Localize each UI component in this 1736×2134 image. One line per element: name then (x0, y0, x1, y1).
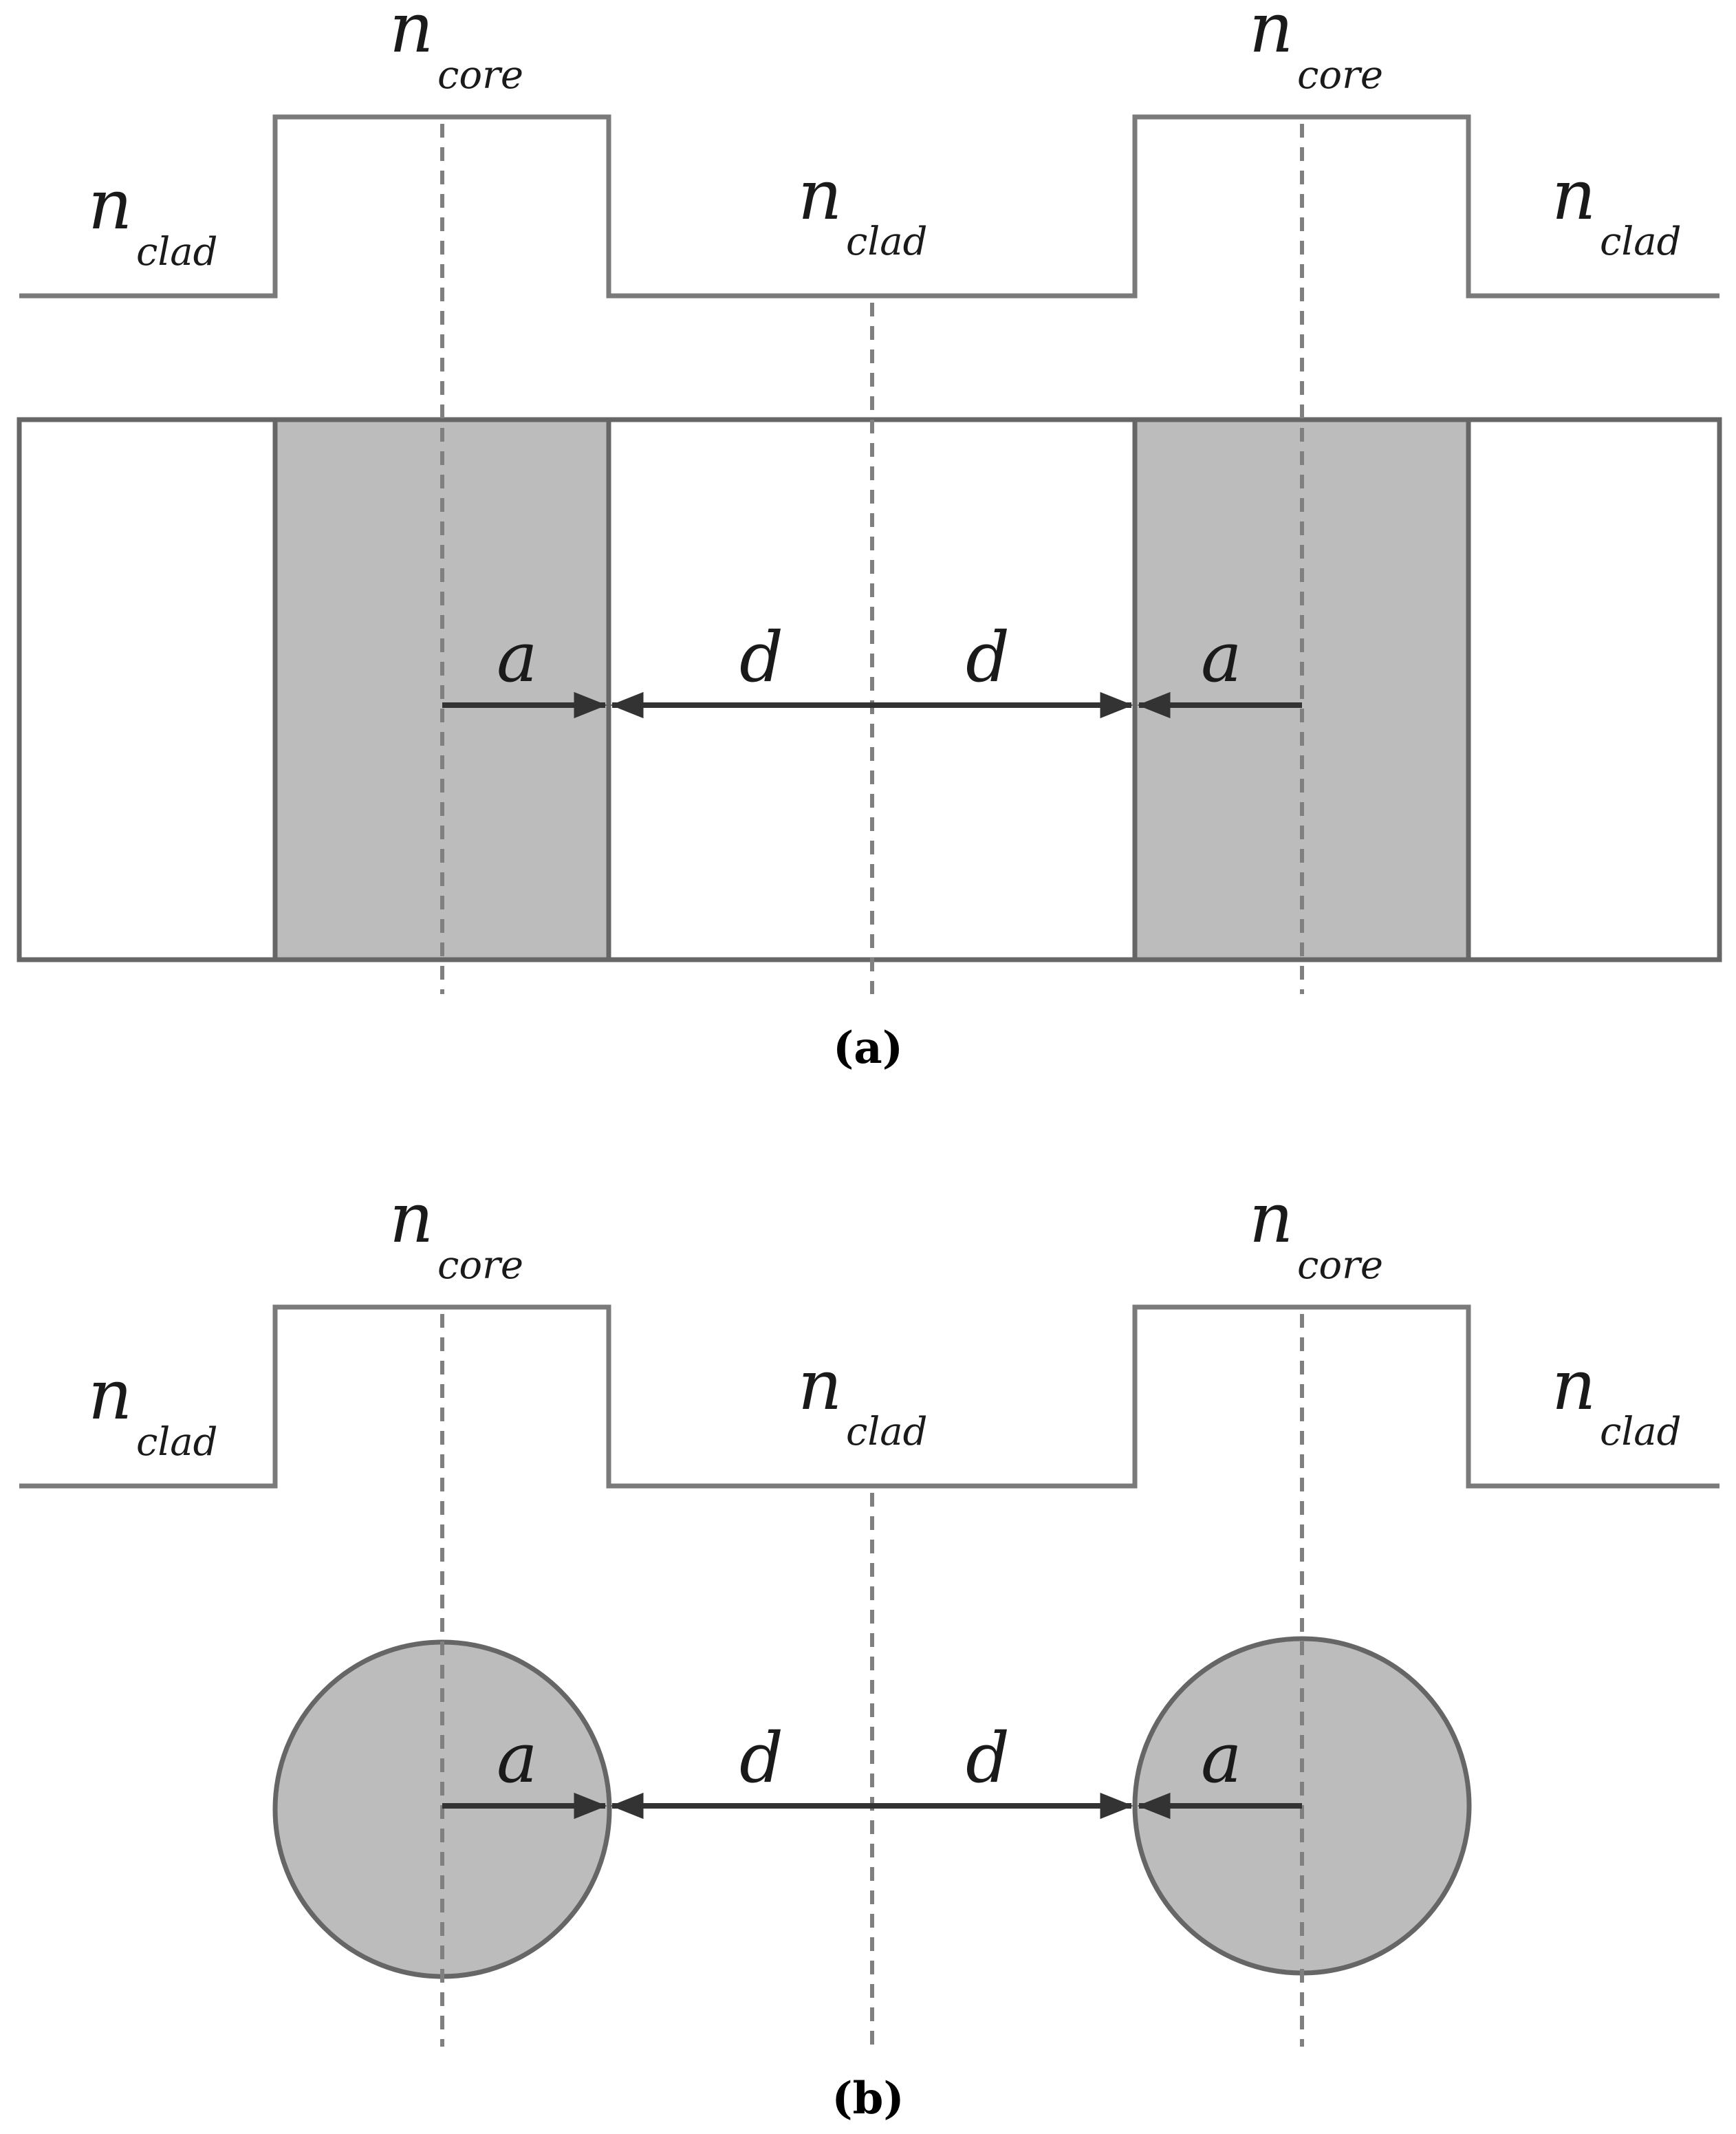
n-core-label-left-a: n core (389, 0, 523, 98)
svg-text:n: n (798, 155, 842, 235)
panel-b: n clad n core n clad n core n clad a d d (19, 1178, 1719, 2124)
n-clad-label-left-b: n clad (88, 1355, 218, 1465)
n-core-label-right-b: n core (1249, 1178, 1383, 1288)
svg-text:core: core (437, 53, 523, 98)
n-core-label-right-a: n core (1249, 0, 1383, 98)
n-clad-label-right-a: n clad (1552, 155, 1682, 264)
svg-text:core: core (1297, 1243, 1383, 1288)
svg-text:n: n (88, 164, 132, 245)
n-clad-label-right-b: n clad (1552, 1345, 1682, 1454)
n-clad-label-center-a: n clad (798, 155, 928, 264)
index-profile-b (19, 1304, 1719, 1489)
svg-text:n: n (1249, 1178, 1293, 1258)
half-sep-label-left-a: d (739, 617, 783, 698)
panel-a: n clad n core n clad n core n clad (17, 0, 1722, 1074)
svg-text:n: n (88, 1355, 132, 1435)
svg-text:clad: clad (1600, 1410, 1682, 1454)
svg-text:n: n (1552, 155, 1596, 235)
radius-label-right-b: a (1201, 1718, 1242, 1798)
svg-text:clad: clad (846, 1410, 928, 1454)
caption-b: (b) (832, 2073, 904, 2124)
svg-text:clad: clad (1600, 219, 1682, 264)
half-sep-label-right-a: d (966, 617, 1010, 698)
radius-label-left-a: a (497, 617, 538, 698)
svg-text:clad: clad (846, 219, 928, 264)
svg-text:core: core (437, 1243, 523, 1288)
svg-text:n: n (798, 1345, 842, 1425)
n-clad-label-left-a: n clad (88, 164, 218, 274)
index-profile-a (19, 114, 1719, 299)
svg-text:n: n (1249, 0, 1293, 68)
svg-text:clad: clad (136, 230, 218, 274)
svg-text:n: n (389, 0, 433, 68)
svg-text:n: n (389, 1178, 433, 1258)
half-sep-label-left-b: d (739, 1718, 783, 1798)
half-sep-label-right-b: d (966, 1718, 1010, 1798)
svg-text:clad: clad (136, 1420, 218, 1465)
radius-label-right-a: a (1201, 617, 1242, 698)
svg-text:core: core (1297, 53, 1383, 98)
radius-label-left-b: a (497, 1718, 538, 1798)
n-clad-label-center-b: n clad (798, 1345, 928, 1454)
caption-a: (a) (833, 1022, 903, 1074)
svg-text:n: n (1552, 1345, 1596, 1425)
n-core-label-left-b: n core (389, 1178, 523, 1288)
